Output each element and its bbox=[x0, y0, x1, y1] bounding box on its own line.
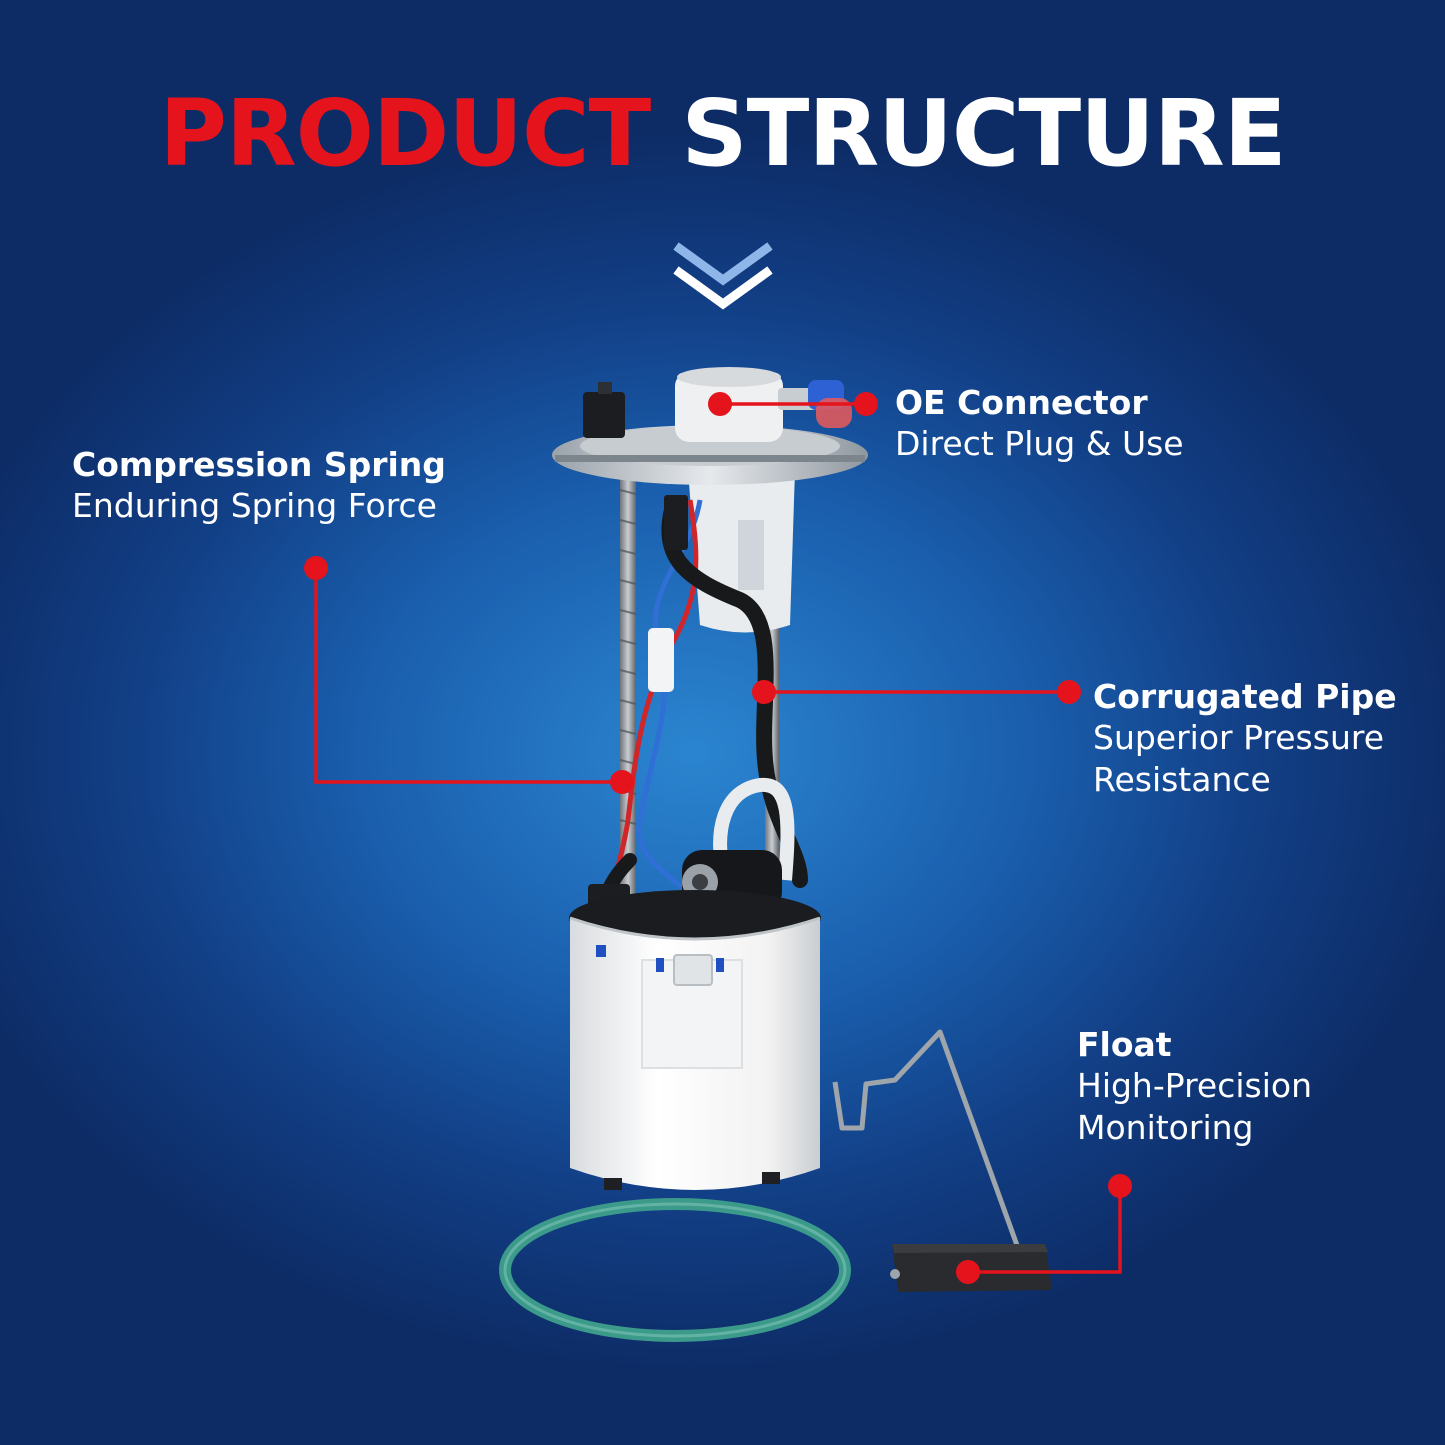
callout-line-compression-spring bbox=[314, 568, 622, 784]
callout-subtitle-line2: Monitoring bbox=[1077, 1107, 1254, 1147]
callout-float: Float High-Precision Monitoring bbox=[1077, 1024, 1312, 1148]
callout-dot-oe-connector-end bbox=[854, 392, 878, 416]
white-corrugated-pipe bbox=[713, 777, 795, 882]
callout-dot-float-start bbox=[956, 1260, 980, 1284]
callout-title: Corrugated Pipe bbox=[1093, 677, 1397, 716]
callout-subtitle: Direct Plug & Use bbox=[895, 424, 1184, 464]
callout-dot-compression-spring-end bbox=[610, 770, 634, 794]
callout-oe-connector: OE Connector Direct Plug & Use bbox=[895, 382, 1184, 465]
double-chevron-down-icon bbox=[673, 242, 773, 310]
callout-dot-oe-connector-start bbox=[708, 392, 732, 416]
callout-line-float bbox=[968, 1186, 1122, 1274]
callout-subtitle-line2: Resistance bbox=[1093, 759, 1271, 799]
callout-subtitle-line1: High-Precision bbox=[1077, 1066, 1312, 1106]
callout-dot-float-end bbox=[1108, 1174, 1132, 1198]
blue-wire bbox=[636, 499, 722, 922]
electrical-connector bbox=[583, 392, 625, 438]
callout-subtitle-line1: Superior Pressure bbox=[1093, 718, 1385, 758]
callout-title: Float bbox=[1077, 1025, 1172, 1064]
wire-connector bbox=[648, 628, 674, 692]
callout-dot-corrugated-pipe-end bbox=[1057, 680, 1081, 704]
callout-dot-corrugated-pipe-start bbox=[752, 680, 776, 704]
page-title: PRODUCT STRUCTURE bbox=[0, 88, 1445, 180]
callout-subtitle: Enduring Spring Force bbox=[72, 486, 437, 526]
float-arm bbox=[832, 1029, 1021, 1249]
title-word-structure: STRUCTURE bbox=[681, 80, 1286, 187]
callout-corrugated-pipe: Corrugated Pipe Superior Pressure Resist… bbox=[1093, 676, 1397, 800]
title-word-product: PRODUCT bbox=[159, 80, 651, 187]
callout-compression-spring: Compression Spring Enduring Spring Force bbox=[72, 444, 446, 527]
callout-title: Compression Spring bbox=[72, 445, 446, 484]
callout-title: OE Connector bbox=[895, 383, 1148, 422]
callout-dot-compression-spring-start bbox=[304, 556, 328, 580]
